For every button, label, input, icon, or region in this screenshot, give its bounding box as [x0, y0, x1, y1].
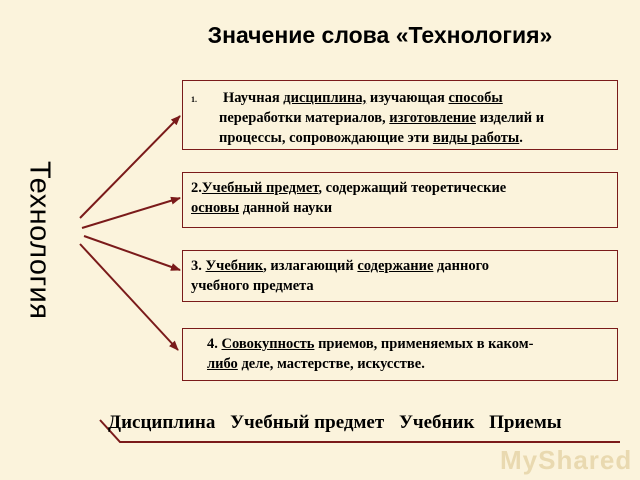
underlined-term: дисциплина,: [283, 90, 367, 106]
text-segment: переработки материалов,: [219, 110, 390, 126]
text-segment: изделий и: [475, 110, 545, 126]
underlined-term: Учебник: [205, 258, 264, 274]
box2-line2: основы данной науки: [191, 198, 609, 218]
text-segment: 3.: [191, 258, 206, 274]
side-label: Технология: [15, 160, 63, 320]
definition-box-1: 1. Научная дисциплина, изучающая способы…: [182, 80, 618, 150]
page-title: Значение слова «Технология»: [207, 22, 553, 48]
box1-number: 1.: [191, 95, 197, 104]
box3-line2: учебного предмета: [191, 276, 609, 296]
box4-line1: 4. Совокупность приемов, применяемых в к…: [207, 334, 609, 354]
arrow-to-box4: [79, 243, 179, 351]
definition-box-3: 3. Учебник, излагающий содержание данног…: [182, 250, 618, 302]
bottom-terms: Дисциплина Учебный предмет Учебник Прием…: [108, 412, 618, 434]
text-segment: данного: [433, 258, 490, 274]
underlined-term: содержание: [357, 258, 434, 274]
term-subject: Учебный предмет: [230, 412, 385, 433]
text-segment: изучающая: [366, 90, 449, 106]
underlined-term: Совокупность: [221, 336, 315, 352]
text-segment: данной науки: [239, 200, 333, 216]
underlined-term: виды работы: [432, 130, 520, 146]
text-segment: 2.: [191, 180, 202, 196]
bottom-bracket: [99, 419, 620, 443]
underlined-term: Учебный предмет: [201, 180, 319, 196]
arrow-to-box1: [79, 115, 181, 219]
text-segment: 4.: [207, 336, 222, 352]
text-segment: процессы, сопровождающие эти: [219, 130, 433, 146]
text-segment: учебного предмета: [191, 278, 314, 294]
text-segment: , содержащий теоретические: [318, 180, 507, 196]
underlined-term: либо: [207, 356, 238, 372]
watermark: MyShared: [500, 445, 633, 475]
box2-line1: 2.Учебный предмет, содержащий теоретичес…: [191, 178, 609, 198]
term-textbook: Учебник: [398, 412, 475, 433]
text-segment: деле, мастерстве, искусстве.: [237, 356, 425, 372]
definition-box-2: 2.Учебный предмет, содержащий теоретичес…: [182, 172, 618, 228]
box4-line2: либо деле, мастерстве, искусстве.: [207, 354, 609, 374]
text-segment: .: [519, 130, 523, 146]
definition-box-4: 4. Совокупность приемов, применяемых в к…: [182, 328, 618, 381]
underlined-term: способы: [448, 90, 503, 106]
term-discipline: Дисциплина: [108, 412, 216, 433]
underlined-term: изготовление: [389, 110, 476, 126]
text-segment: приемов, применяемых в каком-: [314, 336, 534, 352]
box1-line3: процессы, сопровождающие эти виды работы…: [219, 128, 609, 148]
text-segment: , излагающий: [263, 258, 358, 274]
arrow-to-box3: [83, 235, 181, 271]
underlined-term: основы: [191, 200, 240, 216]
arrow-to-box2: [81, 196, 181, 229]
text-segment: Научная: [223, 90, 284, 106]
box1-line1: Научная дисциплина, изучающая способы: [223, 88, 609, 108]
box1-line2: переработки материалов, изготовление изд…: [219, 108, 609, 128]
box3-line1: 3. Учебник, излагающий содержание данног…: [191, 256, 609, 276]
term-techniques: Приемы: [489, 412, 562, 433]
side-label-text: Технология: [23, 160, 56, 320]
